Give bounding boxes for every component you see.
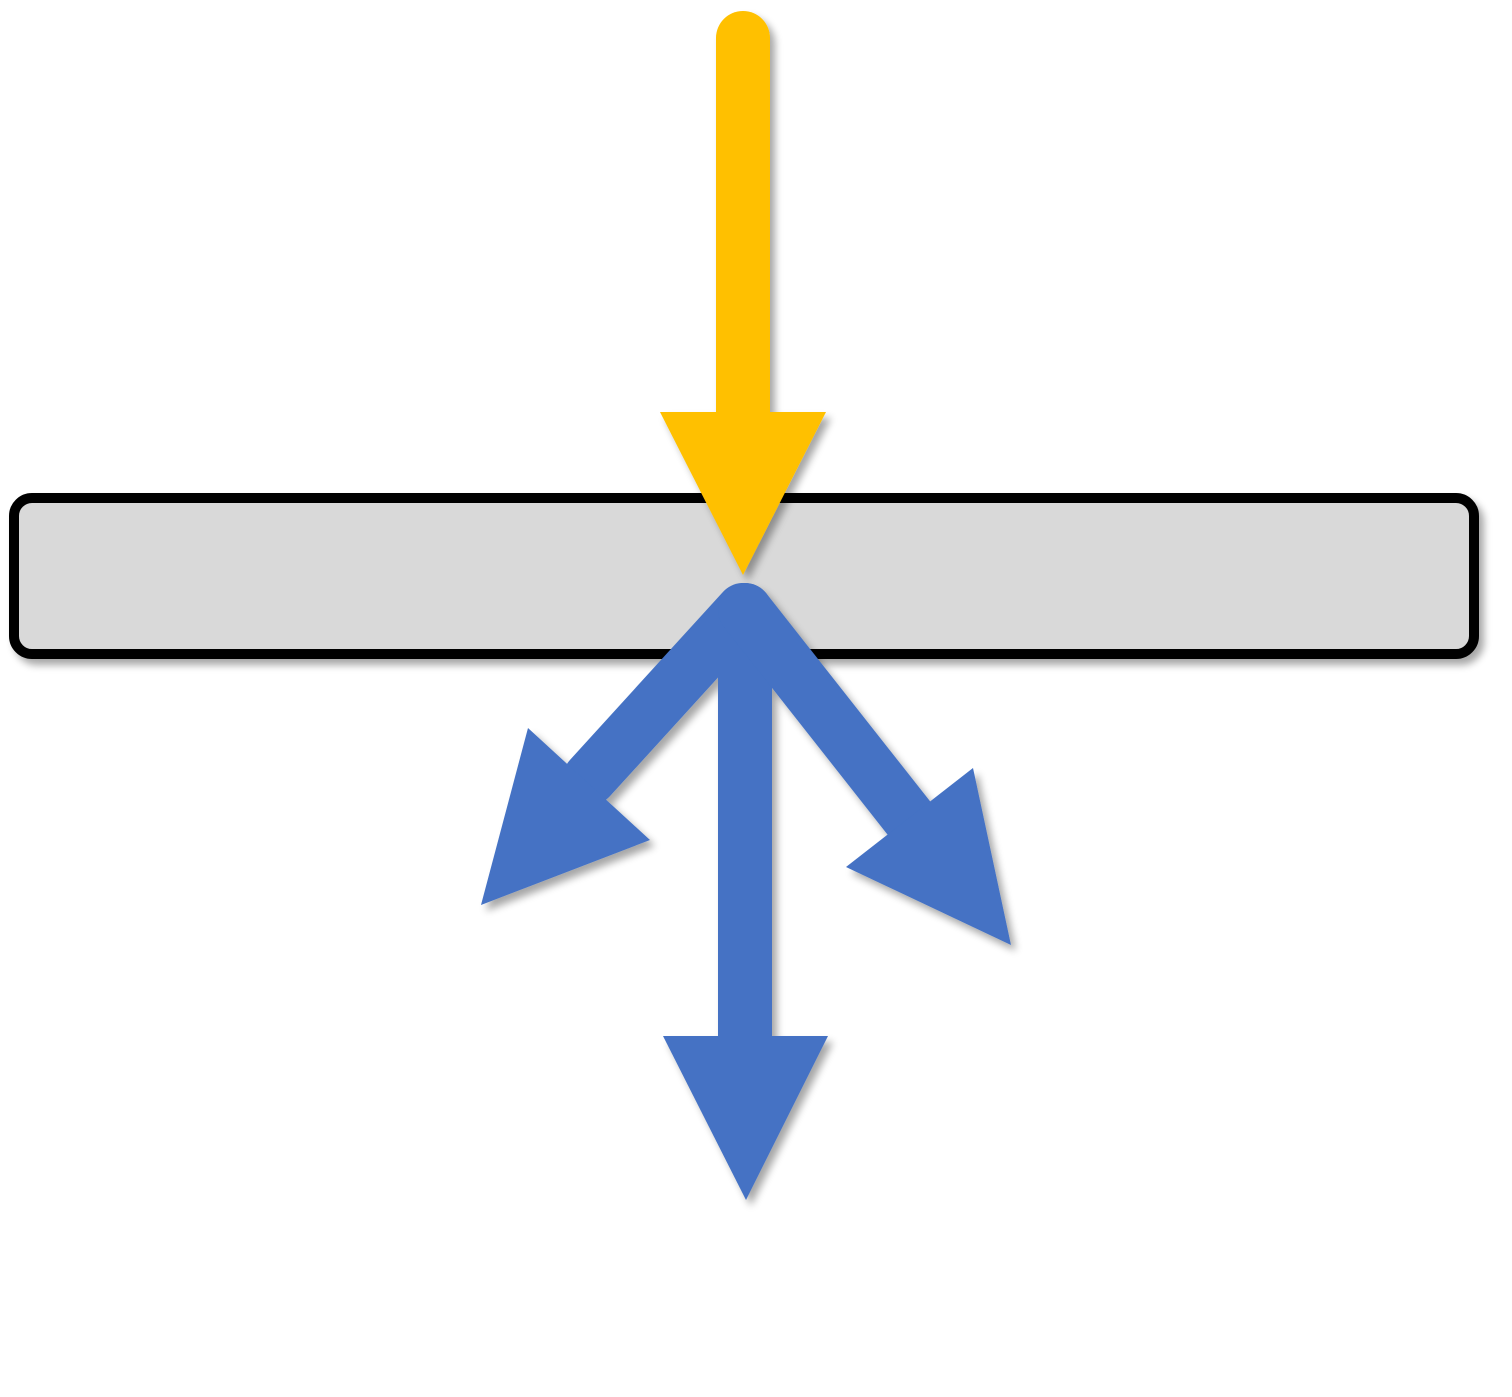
incident-arrow bbox=[660, 11, 826, 575]
scattered-arrow-center-head bbox=[663, 1036, 828, 1200]
incident-arrow-head bbox=[660, 412, 826, 575]
scattered-arrow-right-head bbox=[846, 768, 1011, 945]
scattered-arrow-left-shaft bbox=[563, 583, 770, 805]
scattered-arrow-right-shaft bbox=[718, 583, 939, 849]
scattered-arrow-left-head bbox=[481, 728, 650, 905]
scattered-arrows bbox=[481, 583, 1011, 1200]
